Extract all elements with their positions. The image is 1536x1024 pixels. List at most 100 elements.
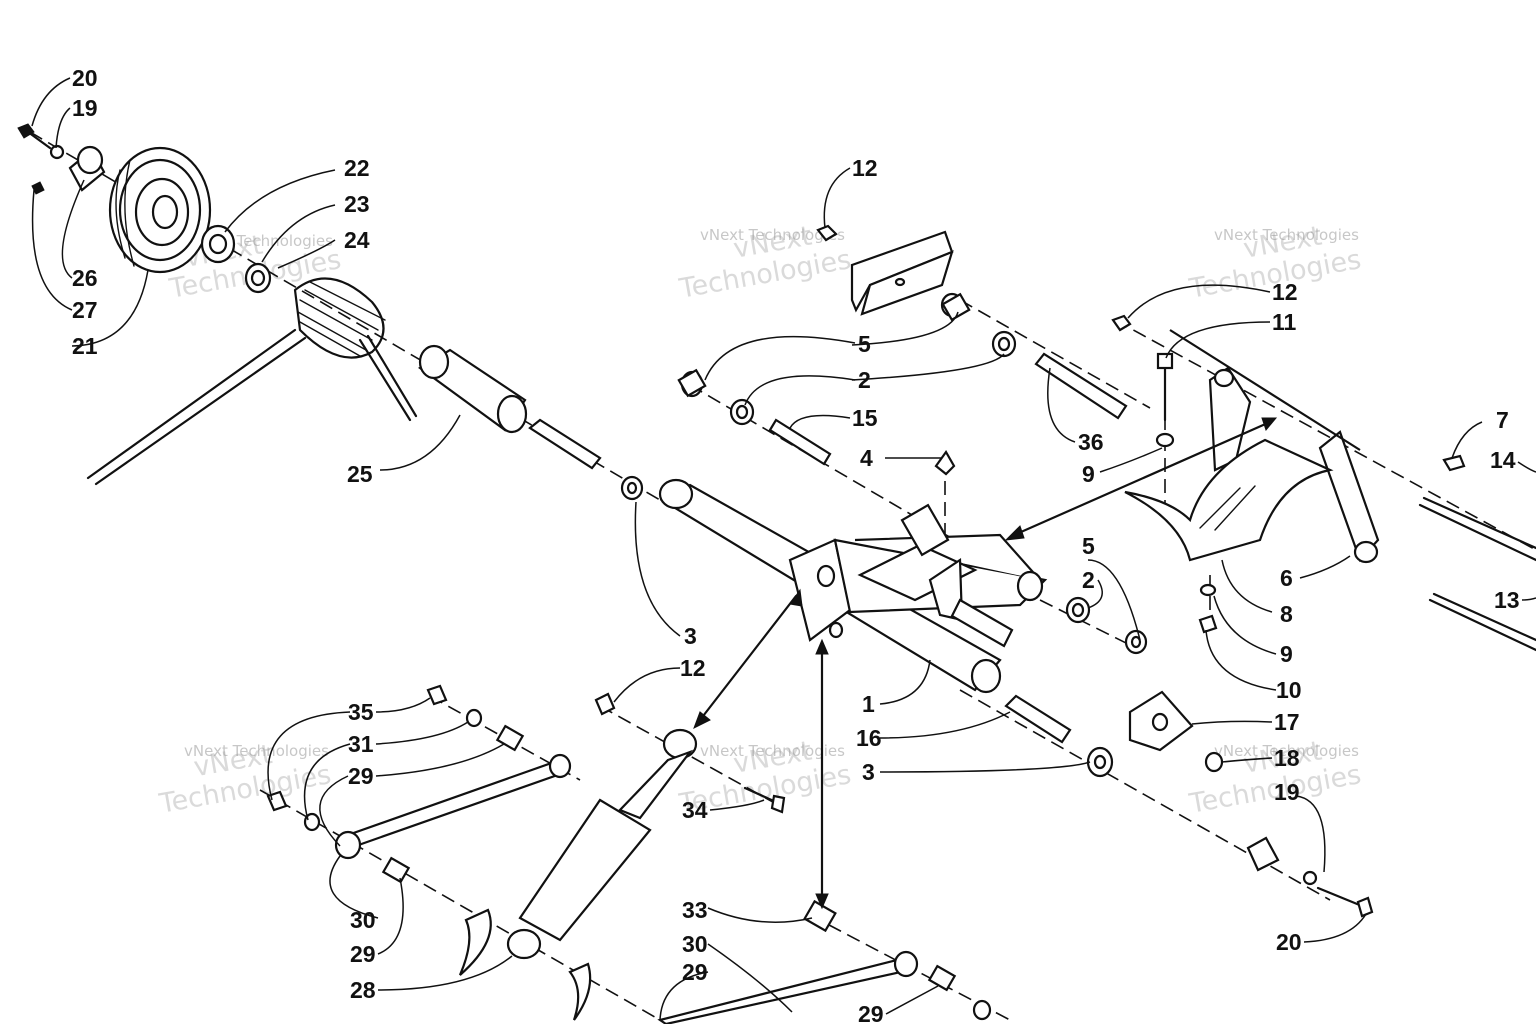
callout-12: 12 — [680, 655, 706, 681]
callout-27: 27 — [72, 297, 98, 323]
pivot-tube — [1004, 694, 1072, 744]
callout-6: 6 — [1280, 565, 1293, 591]
limiter-bolt — [1155, 352, 1175, 448]
upper-mount-bracket — [850, 230, 954, 316]
callout-16: 16 — [856, 725, 882, 751]
callout-29: 29 — [858, 1001, 884, 1024]
right-spacer — [1065, 596, 1091, 624]
lower-bushing — [803, 899, 992, 1021]
callout-17: 17 — [1274, 709, 1300, 735]
callout-20: 20 — [1276, 929, 1302, 955]
callout-4: 4 — [860, 445, 873, 471]
spring-pin — [528, 418, 602, 470]
upper-left-axis — [29, 131, 661, 501]
wing-nut — [1442, 454, 1466, 472]
limiter-strap — [1124, 438, 1334, 562]
idler-wheel — [108, 146, 212, 274]
callout-33: 33 — [682, 897, 708, 923]
grease-fitting — [934, 449, 956, 476]
callout-5: 5 — [858, 331, 871, 357]
callout-30: 30 — [350, 907, 376, 933]
flanged-bushing — [991, 330, 1017, 358]
link-bushing — [381, 724, 525, 884]
wheel-bearing — [200, 224, 236, 264]
callout-19: 19 — [72, 95, 98, 121]
callout-11: 11 — [1272, 309, 1297, 335]
rear-bolt — [1316, 886, 1374, 918]
callout-18: 18 — [1274, 745, 1300, 771]
watermark-text: vNext Technologies — [1214, 226, 1359, 244]
callout-26: 26 — [72, 265, 98, 291]
spring-bushing — [418, 344, 528, 434]
lower-right-axis — [959, 689, 1331, 901]
callout-labels: 20 19 22 23 24 26 27 21 25 12 5 2 15 4 1… — [72, 65, 1520, 1024]
callout-14: 14 — [1490, 447, 1516, 473]
wheel-spacer — [68, 145, 106, 192]
right-axis — [1114, 319, 1536, 551]
shock-absorber — [506, 728, 698, 960]
callout-23: 23 — [344, 191, 370, 217]
leader-lines — [31, 77, 1536, 1021]
callout-36: 36 — [1078, 429, 1104, 455]
shock-nut — [594, 692, 616, 716]
callout-2: 2 — [1082, 567, 1095, 593]
callout-15: 15 — [852, 405, 878, 431]
limiter-nut — [1111, 314, 1218, 634]
pivot-bushing — [1086, 746, 1114, 778]
callout-35: 35 — [348, 699, 374, 725]
callout-12: 12 — [1272, 279, 1298, 305]
callout-2: 2 — [858, 367, 871, 393]
torsion-spring — [86, 277, 418, 486]
callout-13: 13 — [1494, 587, 1520, 613]
left-bracket-tube — [768, 418, 832, 466]
link-cover — [458, 908, 592, 1021]
watermark-text: vNext Technologies — [1214, 742, 1359, 760]
watermark-text: vNext Technologies — [700, 226, 845, 244]
callout-31: 31 — [348, 731, 374, 757]
spacer-washer — [244, 262, 272, 294]
callout-9: 9 — [1082, 461, 1095, 487]
callout-3: 3 — [862, 759, 875, 785]
left-flanged-bushing — [729, 398, 755, 426]
lower-link-arm — [657, 950, 919, 1024]
callout-10: 10 — [1276, 677, 1302, 703]
right-bushing — [1124, 629, 1148, 655]
watermark-text: vNext Technologies — [700, 742, 845, 760]
callout-3: 3 — [684, 623, 697, 649]
callout-8: 8 — [1280, 601, 1293, 627]
mid-axis-top — [959, 299, 1151, 409]
callout-1: 1 — [862, 691, 875, 717]
left-bushing — [677, 368, 707, 398]
front-bushing — [620, 475, 644, 501]
shock-bolt — [743, 786, 786, 814]
callout-21: 21 — [72, 333, 98, 359]
rear-cam — [1246, 836, 1318, 886]
callout-29: 29 — [682, 959, 708, 985]
callout-30: 30 — [682, 931, 708, 957]
link-nut — [266, 684, 448, 812]
callout-25: 25 — [347, 461, 373, 487]
upper-link-arm — [334, 753, 572, 860]
watermark-text: vNext Technologies — [184, 742, 329, 760]
wheel-bolt — [17, 123, 65, 195]
direction-arrows — [693, 417, 1278, 910]
callout-28: 28 — [350, 977, 376, 1003]
callout-29: 29 — [348, 763, 374, 789]
adjuster-rod — [1418, 496, 1536, 652]
bracket-bushing — [940, 292, 971, 322]
callout-20: 20 — [72, 65, 98, 91]
right-lower-axis — [1039, 599, 1141, 651]
callout-22: 22 — [344, 155, 370, 181]
callout-24: 24 — [344, 227, 370, 253]
rear-eccentric — [1128, 690, 1224, 773]
callout-5: 5 — [1082, 533, 1095, 559]
callout-7: 7 — [1496, 407, 1509, 433]
front-arm — [658, 478, 1048, 694]
bracket-tube — [1034, 352, 1128, 420]
link-washer — [303, 708, 483, 832]
callout-19: 19 — [1274, 779, 1300, 805]
parts — [17, 123, 1536, 1024]
callout-9: 9 — [1280, 641, 1293, 667]
